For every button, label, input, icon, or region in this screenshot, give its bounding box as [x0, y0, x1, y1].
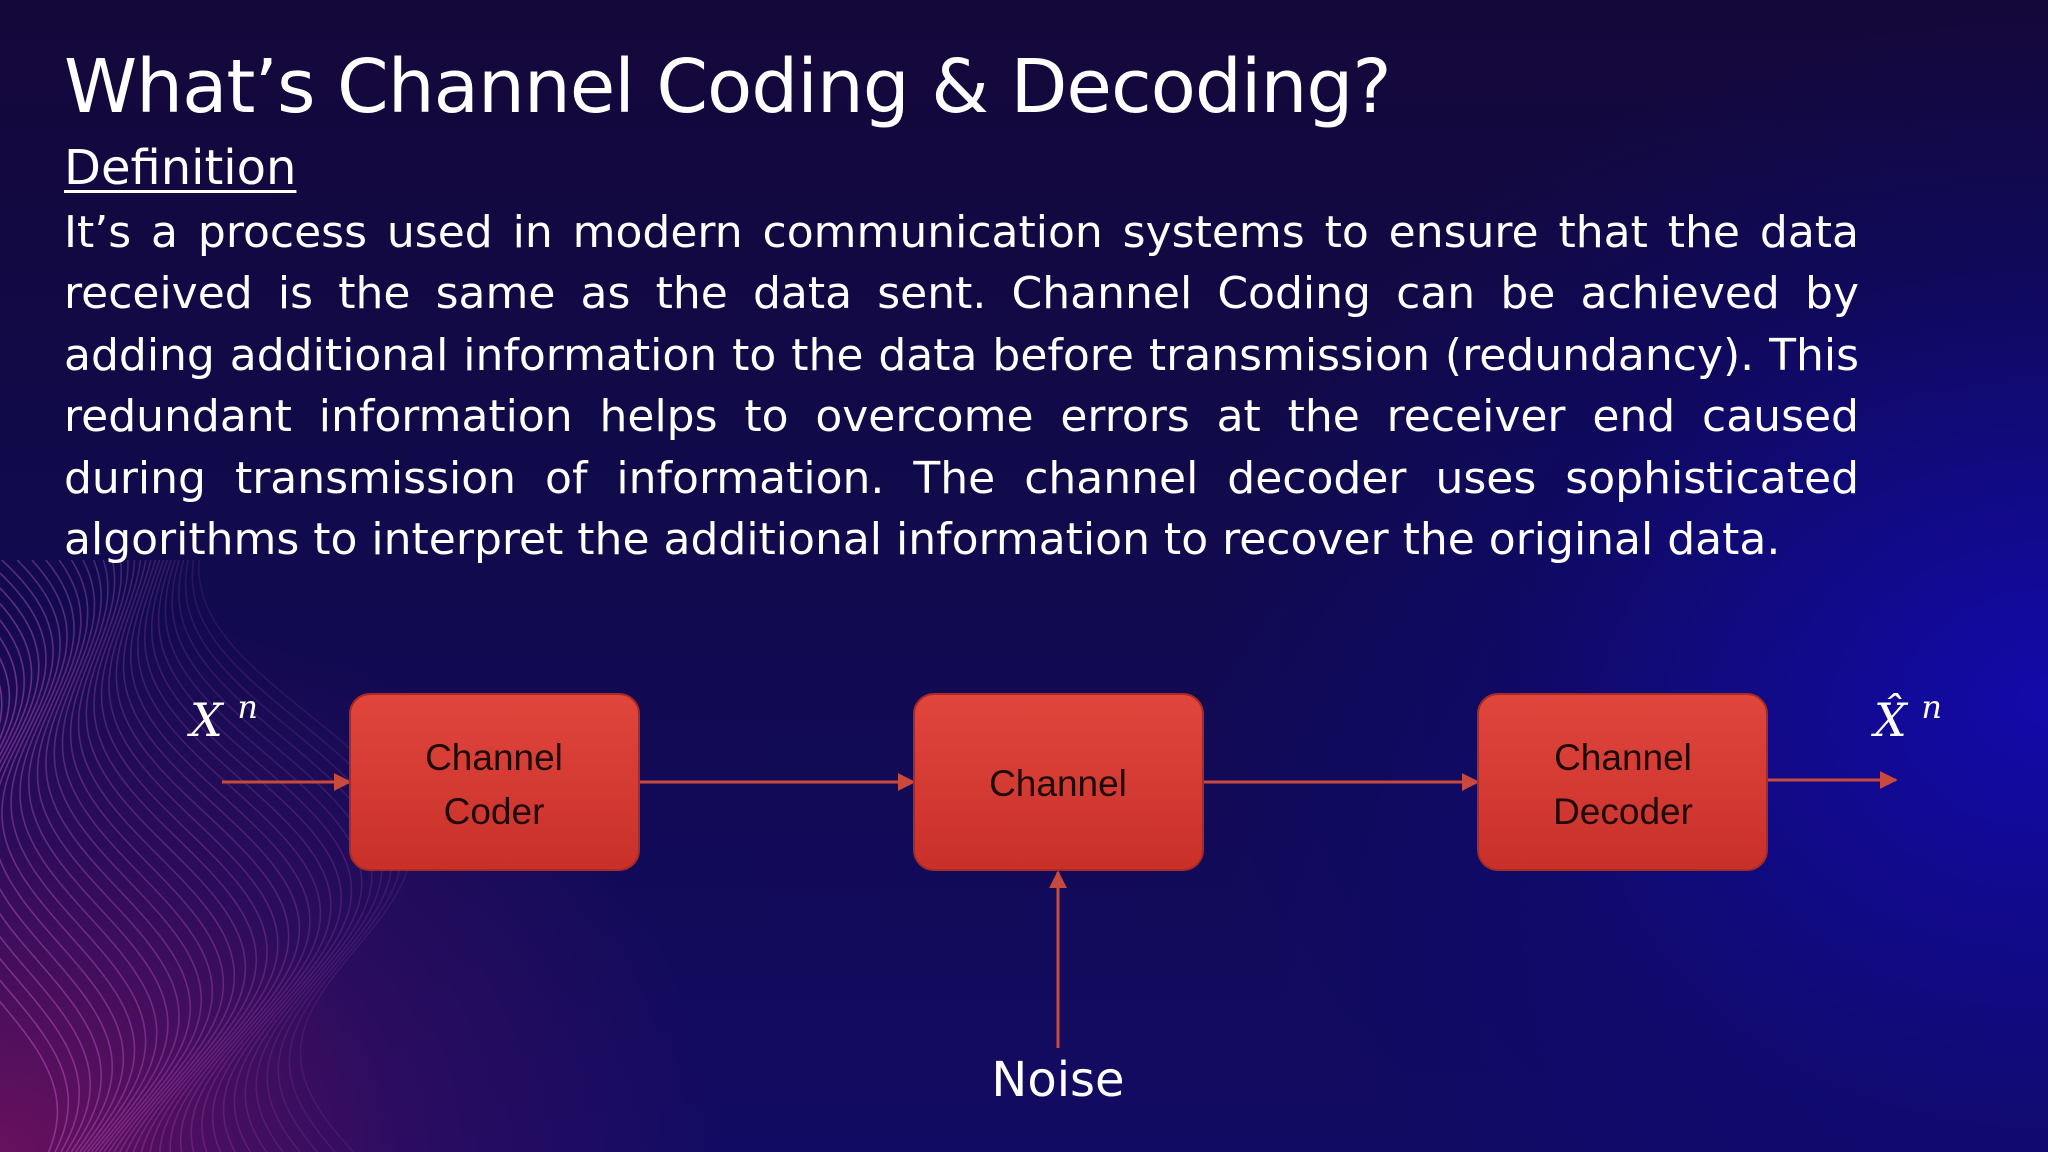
wave-line — [93, 560, 258, 1152]
wave-line — [157, 560, 353, 1152]
input-symbol: X n — [187, 688, 258, 747]
wave-line — [19, 560, 158, 1152]
decorative-wave-lines — [0, 560, 412, 1152]
wave-line — [85, 560, 247, 1152]
definition-text: It’s a process used in modern communicat… — [64, 207, 1859, 566]
input-symbol-base: X — [187, 693, 225, 747]
slide-title: What’s Channel Coding & Decoding? — [64, 44, 1392, 130]
wave-line — [129, 560, 311, 1152]
wave-line — [0, 602, 103, 1152]
channel-label: Channel — [989, 763, 1127, 804]
wave-line — [100, 560, 268, 1152]
channel-decoder-label-line2: Decoder — [1553, 791, 1693, 832]
channel-coder-box: Channel Coder — [349, 693, 640, 871]
wave-line — [0, 572, 125, 1152]
wave-line — [61, 560, 214, 1152]
wave-line — [77, 560, 236, 1152]
channel-coding-diagram: X n X̂ n Channel Coder Channel Channel D… — [187, 688, 1942, 1108]
wave-line — [136, 560, 322, 1152]
channel-coder-label-line2: Coder — [444, 791, 545, 832]
wave-line — [10, 560, 147, 1152]
wave-line — [0, 656, 70, 1152]
wave-line — [151, 560, 343, 1152]
output-symbol-superscript: n — [1921, 688, 1942, 726]
channel-coder-label-line1: Channel — [425, 737, 563, 778]
output-symbol: X̂ n — [1871, 688, 1942, 747]
wave-line — [27, 560, 169, 1152]
wave-line — [115, 560, 290, 1152]
wave-line — [1, 560, 136, 1152]
wave-line — [143, 560, 332, 1152]
wave-line — [0, 684, 59, 1152]
noise-label: Noise — [991, 1052, 1124, 1108]
input-symbol-superscript: n — [237, 688, 258, 726]
channel-decoder-label-line1: Channel — [1554, 737, 1692, 778]
wave-line — [0, 587, 113, 1152]
wave-line — [122, 560, 301, 1152]
wave-line — [45, 560, 192, 1152]
wave-line — [0, 619, 92, 1152]
channel-decoder-box: Channel Decoder — [1477, 693, 1768, 871]
wave-line — [36, 560, 180, 1152]
channel-box: Channel — [913, 693, 1204, 871]
definition-heading: Definition — [64, 140, 297, 196]
output-symbol-base: X̂ — [1871, 693, 1909, 747]
wave-line — [69, 560, 225, 1152]
wave-line — [108, 560, 279, 1152]
wave-line — [0, 636, 81, 1152]
wave-line — [53, 560, 203, 1152]
